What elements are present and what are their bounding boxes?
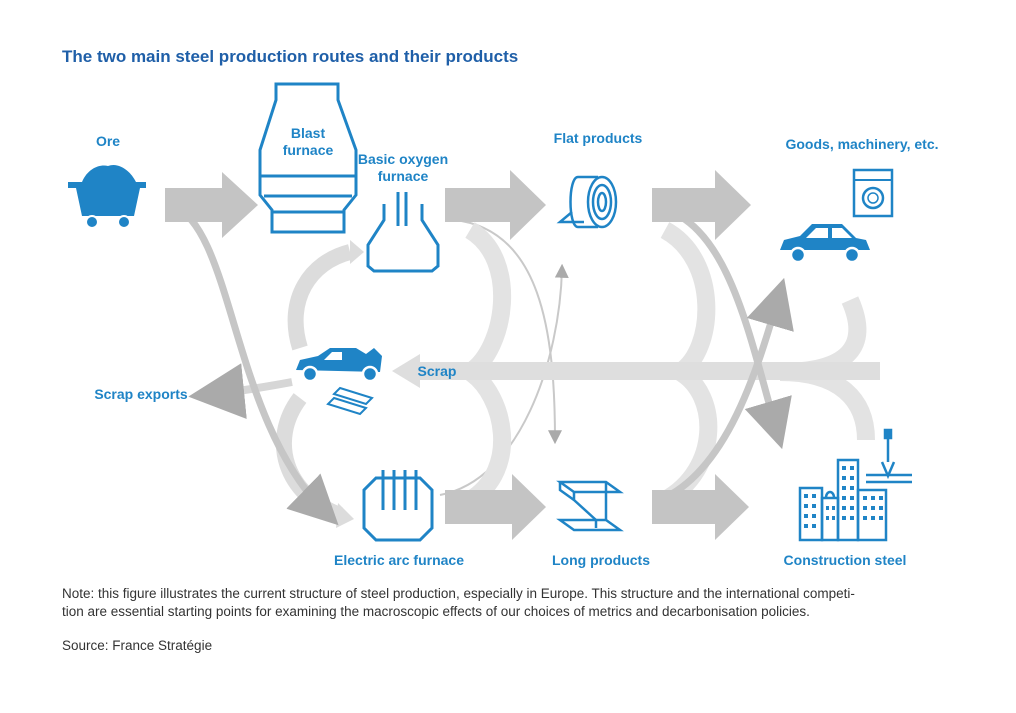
label-electric-arc-furnace: Electric arc furnace bbox=[334, 552, 464, 568]
label-blast-furnace: Blast furnace bbox=[282, 125, 334, 158]
car-icon bbox=[780, 224, 870, 264]
scrap-exports-arrow bbox=[188, 363, 293, 419]
scrap-to-bof-curve bbox=[287, 244, 353, 351]
diagram-title: The two main steel production routes and… bbox=[62, 47, 519, 66]
label-basic-oxygen-furnace: Basic oxygen furnace bbox=[357, 151, 449, 184]
buildings-icon bbox=[798, 428, 912, 542]
label-construction-steel: Construction steel bbox=[783, 552, 907, 568]
light-scrap-curves bbox=[464, 222, 875, 508]
figure-note: Note: this figure illustrates the curren… bbox=[62, 586, 855, 619]
label-flat-products: Flat products bbox=[553, 130, 643, 146]
label-goods: Goods, machinery, etc. bbox=[785, 136, 939, 152]
figure-source: Source: France Stratégie bbox=[62, 638, 213, 653]
basic-oxygen-furnace-icon bbox=[366, 192, 440, 273]
scrap-car-icon bbox=[296, 348, 382, 383]
electric-arc-furnace-icon bbox=[362, 470, 434, 542]
label-ore: Ore bbox=[95, 133, 121, 149]
label-scrap: Scrap bbox=[417, 363, 457, 379]
thin-flow-lines bbox=[439, 219, 569, 496]
flat-products-coil-icon bbox=[556, 175, 618, 229]
i-beam-icon bbox=[556, 480, 624, 532]
blast-furnace-icon bbox=[258, 82, 358, 234]
label-long-products: Long products bbox=[552, 552, 650, 568]
washing-machine-icon bbox=[852, 168, 894, 218]
main-flow-arrows bbox=[165, 170, 751, 540]
label-scrap-exports: Scrap exports bbox=[94, 386, 188, 402]
ore-cart-icon bbox=[68, 164, 146, 229]
scrap-plates-icon bbox=[326, 386, 374, 416]
